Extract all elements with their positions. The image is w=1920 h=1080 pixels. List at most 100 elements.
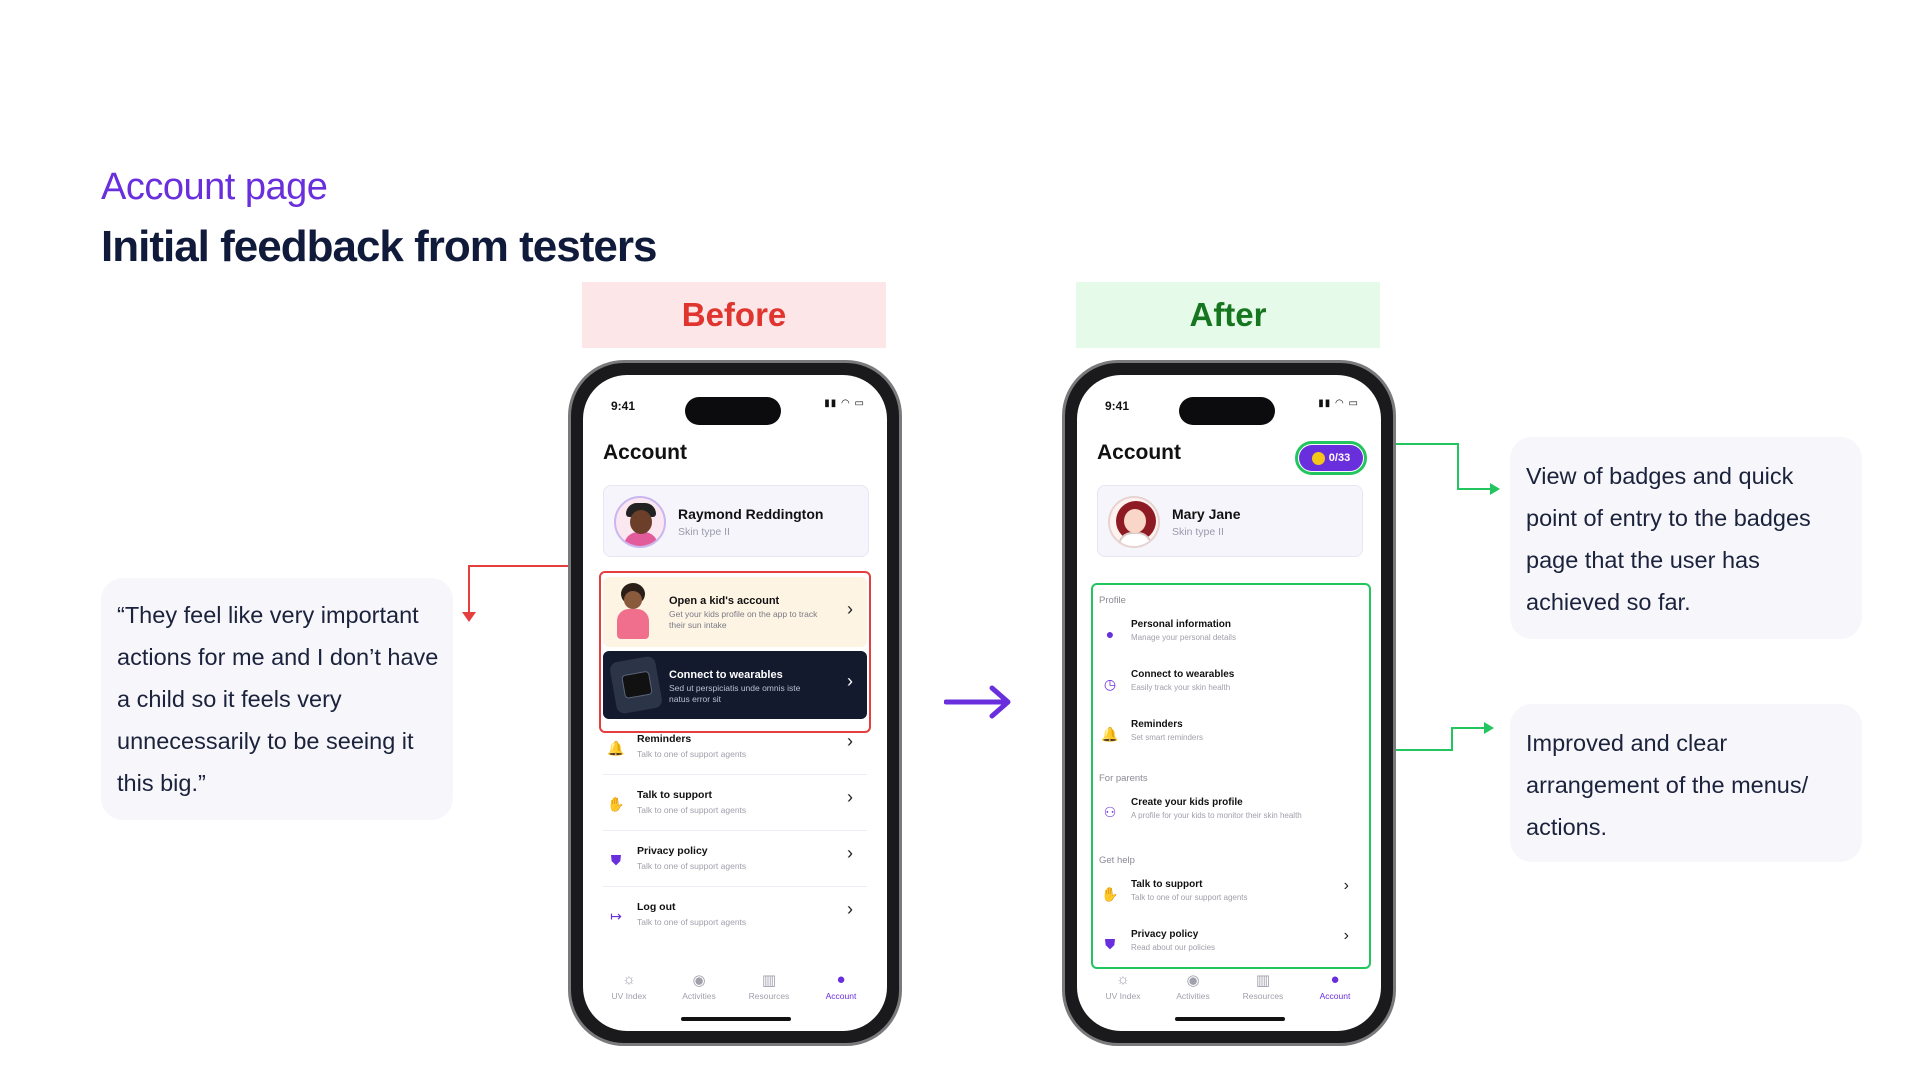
highlight-box-green <box>1091 583 1371 969</box>
note-line: View of badges and quick <box>1526 463 1794 489</box>
phone-after: 9:41 ▮▮ ◠ ▭ Account 0/33 Mary Jane Skin … <box>1062 360 1396 1046</box>
avatar <box>1108 496 1160 548</box>
connect-wearables-card[interactable]: Connect to wearables Sed ut perspiciatis… <box>603 651 867 719</box>
books-icon: ▥ <box>761 972 777 989</box>
card-title: Open a kid's account <box>669 595 780 607</box>
tab-label: Resources <box>748 991 790 1001</box>
watch-illustration <box>608 655 664 715</box>
medal-icon <box>1311 451 1325 465</box>
tab-label: UV Index <box>611 991 647 1001</box>
profile-name: Raymond Reddington <box>678 506 824 522</box>
menu-title: Talk to support <box>1131 879 1203 890</box>
menu-title: Privacy policy <box>637 845 708 857</box>
badges-button[interactable]: 0/33 <box>1295 441 1367 475</box>
section-label-profile: Profile <box>1099 595 1126 606</box>
chevron-right-icon: › <box>847 731 853 751</box>
sun-icon: ☼ <box>1116 971 1130 988</box>
quote-line: unnecessarily to be seeing it <box>117 728 414 754</box>
slide-title: Initial feedback from testers <box>101 222 657 271</box>
quote-line: “They feel like very important <box>117 602 419 628</box>
section-label-help: Get help <box>1099 855 1135 866</box>
shield-icon: ⛊ <box>610 851 622 868</box>
tab-label: UV Index <box>1105 991 1141 1001</box>
note-line: achieved so far. <box>1526 589 1691 615</box>
user-icon: ● <box>1330 971 1340 988</box>
quote-line: a child so it feels very <box>117 686 342 712</box>
menu-title: Personal information <box>1131 619 1232 630</box>
arrangement-note: Improved and clear arrangement of the me… <box>1510 704 1862 862</box>
bulb-icon: ◉ <box>1186 972 1200 989</box>
badges-note: View of badges and quick point of entry … <box>1510 437 1862 639</box>
status-time: 9:41 <box>1105 399 1130 413</box>
tab-bar: ☼ UV Index ◉Activities ▥Resources ● Accoun… <box>1077 971 1381 1011</box>
chevron-right-icon: › <box>847 843 853 863</box>
menu-item-support[interactable]: ✋ Talk to support Talk to one of support… <box>603 779 867 831</box>
tab-resources[interactable]: ▥Resources <box>1233 971 1293 1001</box>
note-line: actions. <box>1526 814 1607 840</box>
shield-icon: ⛊ <box>1104 935 1116 952</box>
menu-item-privacy[interactable]: ⛊ Privacy policy Read about our policies… <box>1097 921 1363 969</box>
tab-account[interactable]: ● Account <box>1305 971 1365 1001</box>
hand-heart-icon: ✋ <box>1101 885 1119 902</box>
tab-uv-index[interactable]: ☼ UV Index <box>1093 971 1153 1001</box>
menu-item-wearables[interactable]: ◷ Connect to wearables Easily track your… <box>1097 661 1363 709</box>
tab-account[interactable]: ● Account <box>811 971 871 1001</box>
avatar <box>614 496 666 548</box>
phone-screen: 9:41 ▮▮ ◠ ▭ Account Raymond Reddington S… <box>583 375 887 1031</box>
status-time: 9:41 <box>611 399 636 413</box>
menu-item-personal-info[interactable]: ● Personal information Manage your perso… <box>1097 611 1363 659</box>
menu-item-privacy[interactable]: ⛊ Privacy policy Talk to one of support … <box>603 835 867 887</box>
menu-item-reminders[interactable]: 🔔 Reminders Set smart reminders <box>1097 711 1363 759</box>
tab-label: Account <box>1319 991 1351 1001</box>
dynamic-island <box>1179 397 1275 425</box>
note-line: arrangement of the menus/ <box>1526 772 1809 798</box>
menu-subtitle: Manage your personal details <box>1131 633 1236 642</box>
user-icon: ● <box>836 971 846 988</box>
home-indicator <box>1175 1017 1285 1021</box>
menu-subtitle: Talk to one of support agents <box>637 749 747 759</box>
chevron-right-icon: › <box>1343 877 1349 894</box>
tab-uv-index[interactable]: ☼ UV Index <box>599 971 659 1001</box>
profile-skin-type: Skin type II <box>678 526 730 538</box>
menu-title: Create your kids profile <box>1131 797 1243 808</box>
chevron-right-icon: › <box>847 599 853 619</box>
tab-activities[interactable]: ◉Activities <box>1163 971 1223 1001</box>
tab-label: Activities <box>682 991 716 1001</box>
user-icon: ● <box>1105 626 1115 642</box>
card-subtitle: Sed ut perspiciatis unde omnis iste natu… <box>669 683 801 704</box>
profile-skin-type: Skin type II <box>1172 526 1224 538</box>
chevron-right-icon: › <box>847 671 853 691</box>
open-kid-account-card[interactable]: Open a kid's account Get your kids profi… <box>603 577 867 647</box>
menu-subtitle: A profile for your kids to monitor their… <box>1131 811 1302 820</box>
kid-illustration <box>613 583 653 643</box>
profile-name: Mary Jane <box>1172 506 1241 522</box>
bell-icon: 🔔 <box>607 739 625 756</box>
books-icon: ▥ <box>1255 972 1271 989</box>
menu-item-kids-profile[interactable]: ⚇ Create your kids profile A profile for… <box>1097 789 1363 837</box>
menu-item-support[interactable]: ✋ Talk to support Talk to one of our sup… <box>1097 871 1363 919</box>
tester-quote: “They feel like very important actions f… <box>101 578 453 820</box>
tab-resources[interactable]: ▥ Resources <box>739 971 799 1001</box>
tab-activities[interactable]: ◉Activities <box>669 971 729 1001</box>
profile-card[interactable]: Raymond Reddington Skin type II <box>603 485 869 557</box>
clock-icon: ◷ <box>1103 675 1117 692</box>
section-label-parents: For parents <box>1099 773 1148 784</box>
profile-card[interactable]: Mary Jane Skin type II <box>1097 485 1363 557</box>
menu-subtitle: Talk to one of support agents <box>637 917 747 927</box>
menu-title: Reminders <box>637 733 692 745</box>
menu-item-logout[interactable]: ↦ Log out Talk to one of support agents … <box>603 891 867 943</box>
menu-subtitle: Set smart reminders <box>1131 733 1204 742</box>
badge-count: 0/33 <box>1328 452 1351 464</box>
sun-icon: ☼ <box>622 971 636 988</box>
phone-before: 9:41 ▮▮ ◠ ▭ Account Raymond Reddington S… <box>568 360 902 1046</box>
note-line: page that the user has <box>1526 547 1760 573</box>
section-kicker: Account page <box>101 166 328 208</box>
menu-subtitle: Read about our policies <box>1131 943 1216 952</box>
note-line: Improved and clear <box>1526 730 1728 756</box>
menu-title: Talk to support <box>637 789 713 801</box>
menu-item-reminders[interactable]: 🔔 Reminders Talk to one of support agent… <box>603 723 867 775</box>
menu-subtitle: Talk to one of our support agents <box>1131 893 1248 902</box>
menu-subtitle: Talk to one of support agents <box>637 805 747 815</box>
tab-label: Account <box>825 991 857 1001</box>
card-subtitle: Get your kids profile on the app to trac… <box>669 609 818 630</box>
